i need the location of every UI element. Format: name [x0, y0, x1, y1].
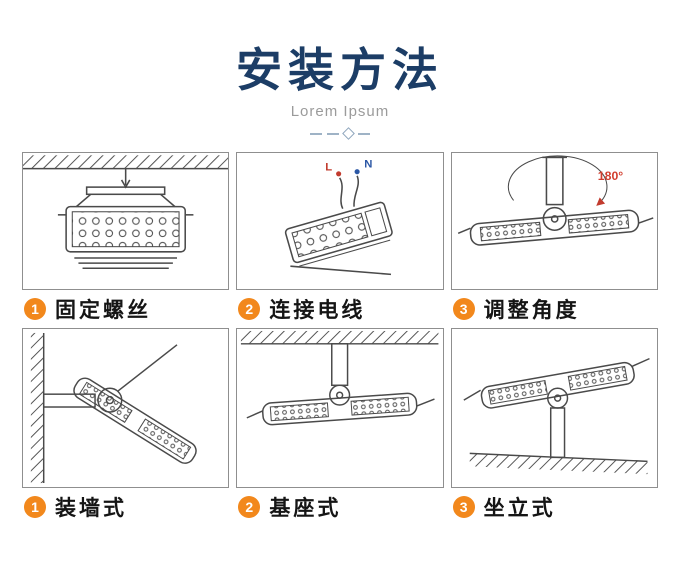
- angle-annotation: 180°: [597, 169, 623, 183]
- fix-screws-illustration: [23, 155, 229, 270]
- step-caption-fix-screws: 1 固定螺丝: [22, 290, 229, 328]
- wall-mount-illustration: [30, 333, 197, 484]
- step-panel-standing-mount: [450, 328, 658, 489]
- page-subtitle: Lorem Ipsum: [290, 103, 390, 121]
- step-badge: 1: [24, 496, 46, 519]
- step-caption-standing-mount: 3 坐立式: [451, 488, 658, 526]
- step-badge: 3: [452, 496, 475, 519]
- step-badge: 2: [238, 298, 261, 321]
- standing-mount-illustration: [463, 358, 650, 475]
- step-caption-base-mount: 2 基座式: [236, 488, 443, 526]
- step-caption-wall-mount: 1 装墙式: [22, 488, 229, 526]
- step-label: 坐立式: [483, 497, 556, 521]
- step-panel-fix-screws: [22, 152, 230, 291]
- step-badge: 1: [24, 298, 46, 321]
- step-label: 装墙式: [55, 497, 127, 521]
- ornament-dash-left2: [327, 132, 339, 135]
- divider-ornament: [0, 127, 680, 141]
- step-caption-connect-wires: 2 连接电线: [236, 290, 443, 328]
- step-panel-base-mount: [236, 328, 444, 489]
- step-label: 固定螺丝: [55, 299, 151, 323]
- wire-label-live: L: [326, 162, 333, 174]
- step-panel-adjust-angle: 180°: [450, 152, 658, 291]
- installation-steps-grid: L N 180°: [22, 152, 658, 526]
- step-label: 调整角度: [483, 299, 580, 323]
- ornament-dash-right: [358, 132, 370, 135]
- page-header: 安装方法 Lorem Ipsum: [0, 0, 680, 141]
- page-title: 安装方法: [236, 44, 444, 96]
- step-panel-connect-wires: L N: [236, 152, 444, 291]
- step-caption-adjust-angle: 3 调整角度: [451, 290, 658, 328]
- wire-label-neutral: N: [365, 159, 373, 171]
- adjust-angle-illustration: 180°: [457, 155, 654, 247]
- base-mount-illustration: [241, 331, 439, 426]
- step-label: 基座式: [269, 497, 342, 521]
- step-badge: 2: [238, 496, 261, 519]
- step-panel-wall-mount: [22, 328, 230, 489]
- step-badge: 3: [452, 298, 475, 321]
- ornament-dash-left: [310, 132, 322, 135]
- step-label: 连接电线: [269, 299, 366, 323]
- connect-wires-illustration: L N: [285, 159, 394, 276]
- ornament-diamond-icon: [342, 127, 355, 141]
